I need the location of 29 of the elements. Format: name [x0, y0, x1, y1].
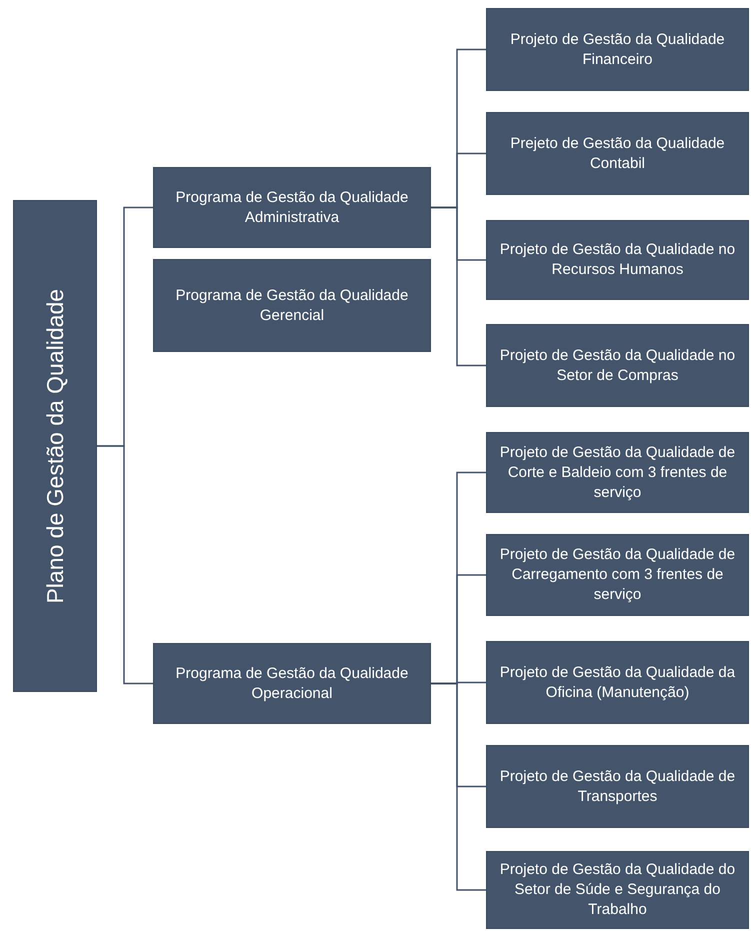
process-box [153, 167, 431, 248]
node-text: Projeto de Gestão da Qualidade no Setor de Compras [498, 346, 736, 386]
node-text: Projeto de Gestão da Qualidade Financeiro [509, 30, 726, 70]
connector-line [431, 682, 486, 891]
node-text: Projeto de Gestão da Qualidade de Transportes [498, 766, 736, 806]
process-box [486, 745, 749, 828]
connector-line [97, 445, 153, 684]
node-text: Projeto de Gestão da Qualidade do Setor de Súde e Segurança do Trabalho [498, 860, 736, 920]
node-text: Projeto de Gestão da Qualidade da Oficina (Manutenção) [498, 662, 736, 702]
node-text: Programa de Gestão da Qualidade Gerencial [174, 286, 410, 326]
process-box [486, 220, 749, 300]
node-text: Programa de Gestão da Qualidade Administrativa [174, 188, 410, 228]
process-box [486, 8, 749, 91]
process-box [486, 851, 749, 929]
node-text: Projeto de Gestão da Qualidade de Corte e Baldeio com 3 frentes de serviço [498, 442, 736, 502]
process-box [486, 534, 749, 616]
node-text: Programa de Gestão da Qualidade Operacional [174, 664, 410, 704]
process-box [153, 643, 431, 724]
process-box [153, 259, 431, 352]
node-text: Prejeto de Gestão da Qualidade Contabil [509, 134, 726, 174]
connector-line [431, 206, 486, 366]
process-box [486, 641, 749, 724]
process-box [486, 432, 749, 513]
node-text: Projeto de Gestão da Qualidade no Recursos Humanos [498, 240, 736, 280]
process-box [486, 324, 749, 407]
node-text: Projeto de Gestão da Qualidade de Carregamento com 3 frentes de serviço [498, 545, 736, 605]
node-text: Plano de Gestão da Qualidade [40, 288, 69, 604]
root-box [13, 200, 97, 692]
process-box [486, 112, 749, 195]
